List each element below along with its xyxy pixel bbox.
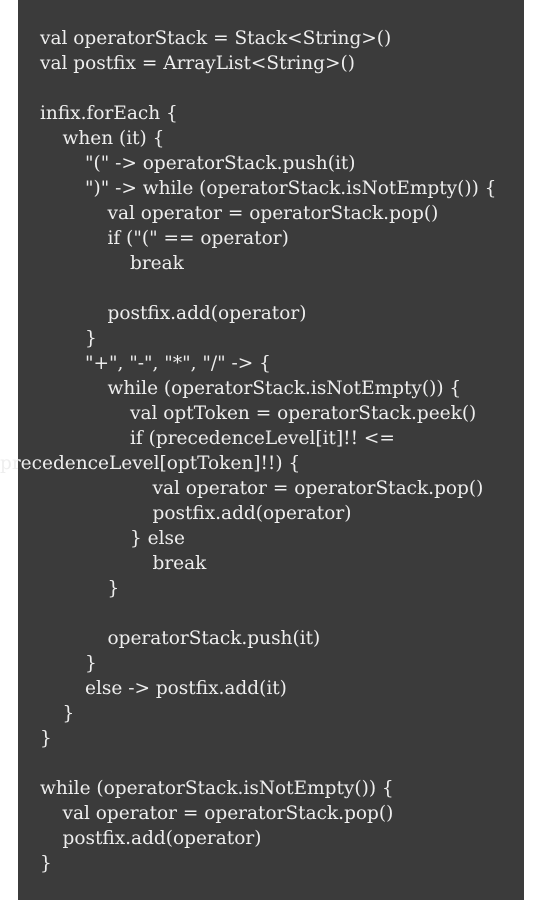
code-line: if (precedenceLevel[it]!! <=: [130, 428, 395, 449]
code-line: } else: [130, 528, 185, 549]
code-line: postfix.add(operator): [152, 503, 352, 524]
code-line: break: [152, 553, 207, 574]
code-line: when (it) {: [62, 128, 165, 149]
code-line: ")" -> while (operatorStack.isNotEmpty()…: [85, 178, 497, 199]
code-line: }: [40, 853, 52, 874]
code-line: precedenceLevel[optToken]!!) {: [0, 453, 301, 474]
code-line: }: [85, 653, 97, 674]
code-line: postfix.add(operator): [107, 303, 307, 324]
code-line: val operator = operatorStack.pop(): [152, 478, 484, 499]
code-line: else -> postfix.add(it): [85, 678, 287, 699]
code-line: postfix.add(operator): [62, 828, 262, 849]
code-line: if ("(" == operator): [107, 228, 289, 249]
code-line: val operatorStack = Stack<String>(): [40, 28, 392, 49]
code-line: }: [85, 328, 97, 349]
code-line: val operator = operatorStack.pop(): [62, 803, 394, 824]
code-line: operatorStack.push(it): [107, 628, 321, 649]
code-line: while (operatorStack.isNotEmpty()) {: [107, 378, 462, 399]
code-line: break: [130, 253, 184, 274]
code-line: "+", "-", "*", "/" -> {: [85, 353, 271, 374]
code-panel: val operatorStack = Stack<String>() val p…: [0, 0, 524, 900]
code-line: val optToken = operatorStack.peek(): [130, 403, 477, 424]
code-line: infix.forEach {: [40, 103, 178, 124]
code-line: while (operatorStack.isNotEmpty()) {: [40, 778, 394, 799]
code-line: "(" -> operatorStack.push(it): [85, 153, 356, 174]
code-line: }: [62, 703, 75, 724]
code-line: }: [107, 578, 120, 599]
code-line: val postfix = ArrayList<String>(): [40, 53, 355, 74]
code-line: }: [40, 728, 52, 749]
code-line: val operator = operatorStack.pop(): [107, 203, 439, 224]
